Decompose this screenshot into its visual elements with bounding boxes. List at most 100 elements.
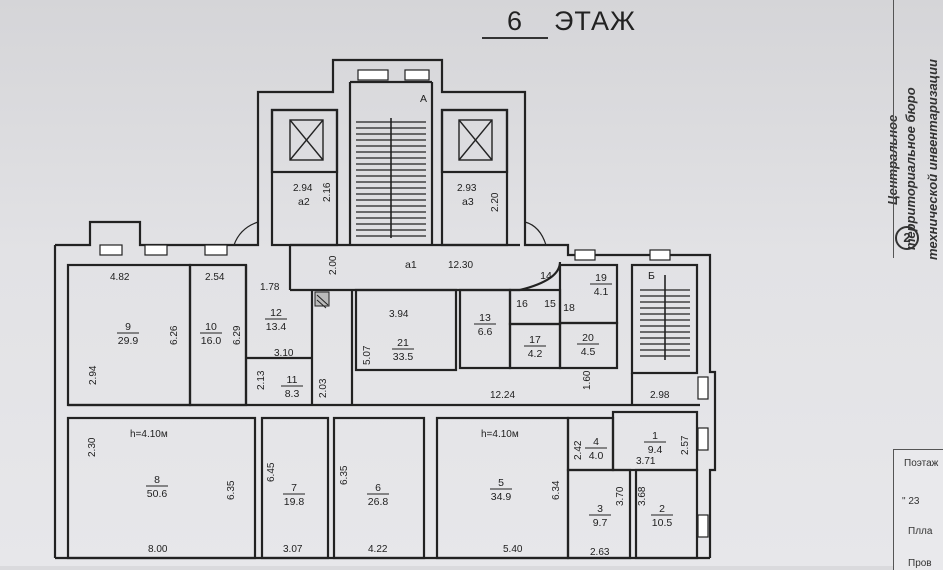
dimension-label: 5.07 xyxy=(362,345,373,365)
corridor-name: а1 xyxy=(405,259,417,271)
elevator-shafts xyxy=(289,119,493,161)
dimension-label: 4.22 xyxy=(368,544,388,555)
room-area: 29.9 xyxy=(118,335,139,347)
elevator-a3-name: а3 xyxy=(462,196,474,208)
dimension-label: 12.24 xyxy=(490,390,515,401)
stamp-line-3: Плла xyxy=(908,526,933,537)
room-number: 21 xyxy=(397,337,409,349)
dimension-label: 2.03 xyxy=(318,378,329,398)
dimension-label: 2.42 xyxy=(573,440,584,460)
room-number: 15 xyxy=(544,298,556,310)
elevator-a3-dim1: 2.93 xyxy=(457,183,477,194)
room-number: 10 xyxy=(205,321,217,333)
dimension-label: 6.29 xyxy=(232,325,243,345)
room-number: 12 xyxy=(270,307,282,319)
room-number: 20 xyxy=(582,332,594,344)
floor-number: 6 xyxy=(482,6,548,39)
stair-b xyxy=(640,275,690,360)
dimension-label: 4.82 xyxy=(110,272,130,283)
room-number: 11 xyxy=(287,374,298,386)
dimension-label: 2.63 xyxy=(590,547,610,558)
room-area: 9.7 xyxy=(593,517,608,529)
room-number: 5 xyxy=(498,477,504,489)
room-area: 9.4 xyxy=(648,444,663,456)
dimension-label: 1.60 xyxy=(582,370,593,390)
room-area: 4.0 xyxy=(589,450,604,462)
dimension-label: 6.34 xyxy=(551,480,562,500)
room-number: 18 xyxy=(563,302,575,314)
dimension-label: 2.13 xyxy=(256,370,267,390)
dimension-label: 3.70 xyxy=(615,486,626,506)
room-area: 8.3 xyxy=(285,388,300,400)
dimension-label: 3.07 xyxy=(283,544,303,555)
elevator-a3-dim2: 2.20 xyxy=(490,192,501,212)
dimension-label: 3.68 xyxy=(637,486,648,506)
walls xyxy=(53,58,717,560)
dimension-label: h=4.10м xyxy=(130,429,168,440)
room-area: 13.4 xyxy=(266,321,287,333)
room-number: 4 xyxy=(593,436,599,448)
room-area: 16.0 xyxy=(201,335,222,347)
room-number: 8 xyxy=(154,474,160,486)
elevator-shaft-2 xyxy=(458,119,493,161)
dimension-label: 2.98 xyxy=(650,390,670,401)
stair-b-label: Б xyxy=(648,270,655,282)
room-area: 6.6 xyxy=(478,326,493,338)
corridor-width: 2.00 xyxy=(328,255,339,275)
dimension-label: 6.35 xyxy=(226,480,237,500)
dimension-label: 3.71 xyxy=(636,456,656,467)
elevator-a2-dim1: 2.94 xyxy=(293,183,313,194)
windows xyxy=(99,69,709,538)
dimension-label: 8.00 xyxy=(148,544,168,555)
bureau-circle-number: 2 xyxy=(903,230,911,245)
stamp-line-2: " 23 xyxy=(902,496,920,507)
room-number: 3 xyxy=(597,503,603,515)
room-number: 6 xyxy=(375,482,381,494)
room-area: 4.2 xyxy=(528,348,543,360)
stamp-line-4: Пров xyxy=(908,558,932,569)
duct xyxy=(314,291,330,309)
room-number: 16 xyxy=(516,298,528,310)
stair-a xyxy=(356,118,426,238)
dimension-label: 2.30 xyxy=(87,437,98,457)
dimension-label: 6.45 xyxy=(266,462,277,482)
room-number: 13 xyxy=(479,312,491,324)
room-area: 10.5 xyxy=(652,517,673,529)
room-area: 26.8 xyxy=(368,496,389,508)
bureau-rule xyxy=(893,0,894,258)
room-number: 2 xyxy=(659,503,665,515)
elevator-shaft-1 xyxy=(289,119,324,161)
room-area: 34.9 xyxy=(491,491,512,503)
stair-a-label: А xyxy=(420,93,427,105)
room-area: 33.5 xyxy=(393,351,414,363)
floor-word: ЭТАЖ xyxy=(554,6,636,36)
room-labels: 9 29.9 10 16.0 12 13.4 11 8.3 21 33.5 13 6.6 1 4 16 15 1… xyxy=(117,270,673,529)
dimension-label: 2.57 xyxy=(680,435,691,455)
room-area: 4.5 xyxy=(581,346,596,358)
room-number: 17 xyxy=(529,334,541,346)
room-number: 9 xyxy=(125,321,131,333)
elevator-a2-dim2: 2.16 xyxy=(322,182,333,202)
dimension-label: 2.94 xyxy=(88,365,99,385)
stamp-box: Поэтаж " 23 Плла Пров xyxy=(893,449,943,570)
dimension-label: 6.35 xyxy=(339,465,350,485)
dimension-label: 3.10 xyxy=(274,348,294,359)
room-area: 19.8 xyxy=(284,496,305,508)
dimension-label: h=4.10м xyxy=(481,429,519,440)
dimension-label: 6.26 xyxy=(169,325,180,345)
corridor-length: 12.30 xyxy=(448,260,473,271)
bureau-stamp: Центральное территориальное бюро техниче… xyxy=(855,0,943,260)
room-number: 1 xyxy=(652,430,658,442)
room-area: 4.1 xyxy=(594,286,609,298)
dimension-label: 1.78 xyxy=(260,282,280,293)
room-area: 50.6 xyxy=(147,488,168,500)
dimension-label: 3.94 xyxy=(389,309,409,320)
stamp-line-1: Поэтаж xyxy=(904,458,939,469)
dimension-label: 5.40 xyxy=(503,544,523,555)
bureau-circle: 2 xyxy=(895,226,919,250)
room-number: 19 xyxy=(595,272,607,284)
